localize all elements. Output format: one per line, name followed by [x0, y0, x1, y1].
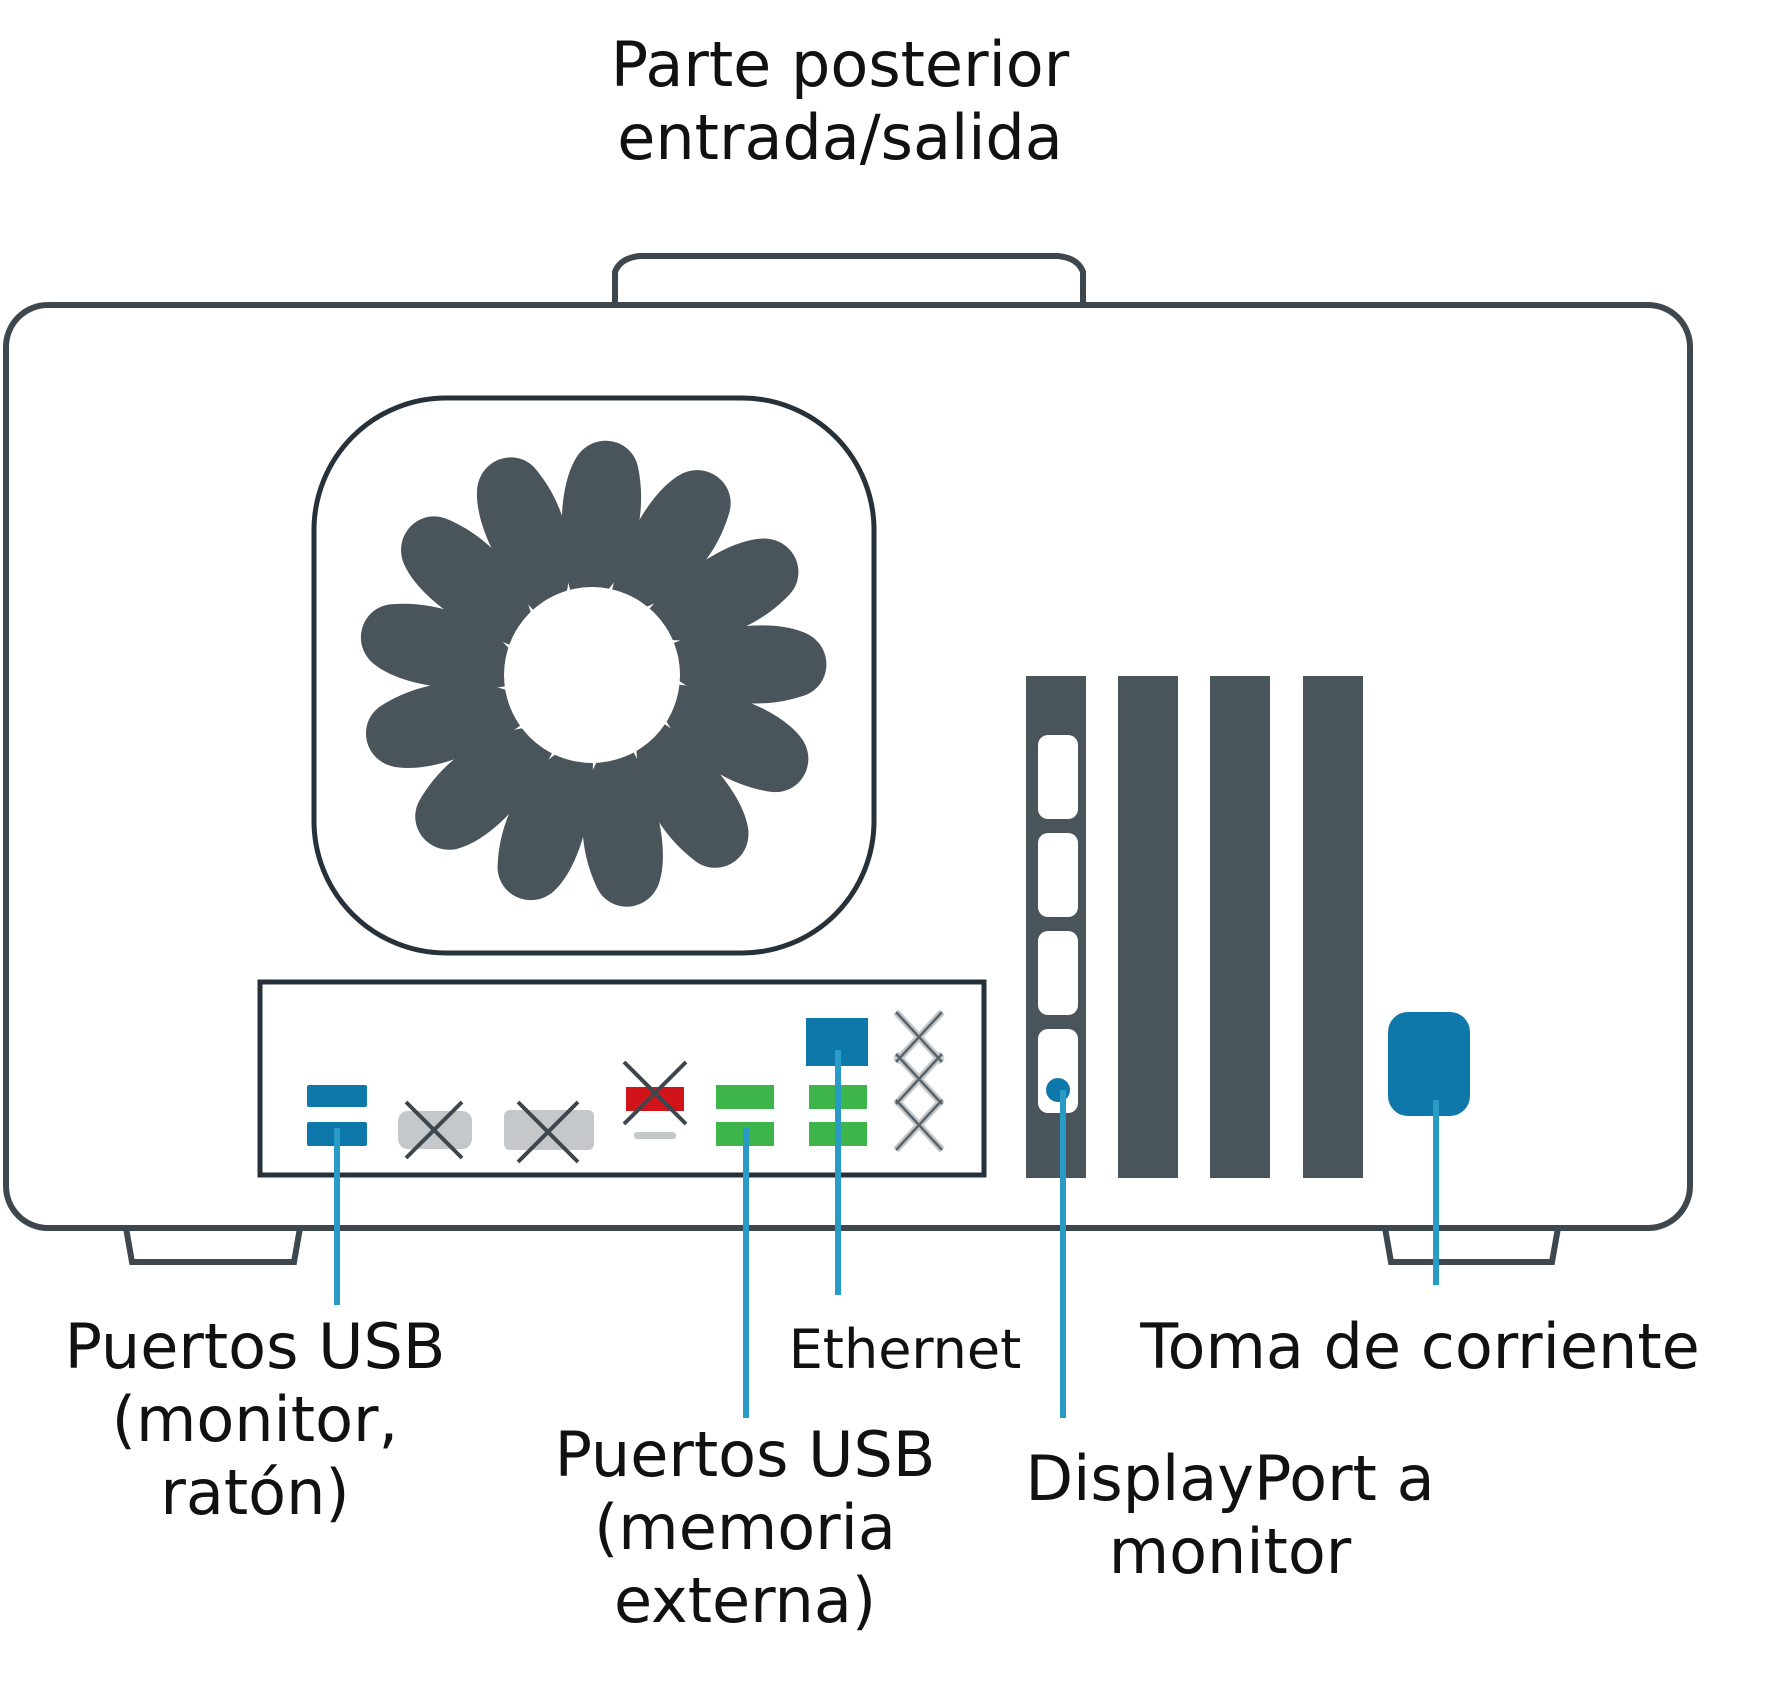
unused-port-2	[504, 1100, 594, 1164]
gpu-port-3	[1038, 931, 1078, 1015]
displayport-callout-dot	[1046, 1078, 1070, 1102]
fan-blade	[657, 683, 809, 793]
diagram-title: Parte posterior entrada/salida	[540, 28, 1140, 174]
fan-blade	[582, 740, 663, 907]
chassis-foot-right	[1382, 1227, 1561, 1265]
label-line: (monitor,	[111, 1383, 399, 1457]
label-usb-external-storage: Puertos USB (memoria externa)	[540, 1418, 950, 1637]
label-usb-monitor-mouse: Puertos USB (monitor, ratón)	[40, 1310, 470, 1529]
unused-port-stack	[893, 1009, 945, 1153]
x-mark-icon	[622, 1060, 688, 1126]
title-line-1: Parte posterior	[610, 28, 1070, 101]
fan-blade	[415, 727, 558, 850]
label-line: Ethernet	[788, 1318, 1022, 1381]
label-line: monitor	[1108, 1515, 1352, 1589]
x-mark-icon	[404, 1100, 464, 1160]
label-line: ratón)	[160, 1456, 350, 1530]
label-line: Puertos USB	[554, 1418, 936, 1491]
usb-ports-external-storage	[716, 1085, 867, 1146]
label-displayport: DisplayPort a monitor	[1000, 1442, 1460, 1588]
chassis-handle	[612, 253, 1086, 310]
unused-port-audio	[622, 1060, 688, 1139]
fan-blade	[497, 742, 593, 901]
fan-blade	[366, 682, 532, 768]
label-line: Puertos USB	[64, 1310, 446, 1383]
fan-blade	[401, 516, 535, 649]
slot-cover-2	[1118, 676, 1178, 1178]
fan-blade	[476, 457, 570, 620]
title-line-2: entrada/salida	[617, 101, 1063, 175]
gpu-port-1	[1038, 735, 1078, 819]
fan-blade	[636, 716, 749, 868]
fan-blade	[361, 603, 523, 689]
unused-port-1	[398, 1100, 472, 1160]
fan-blade	[609, 470, 731, 614]
fan-blade	[641, 538, 799, 641]
power-socket	[1388, 1012, 1470, 1116]
label-line: DisplayPort a	[1025, 1442, 1435, 1515]
x-mark-icon	[516, 1100, 580, 1164]
chassis-foot-left	[123, 1227, 303, 1265]
expansion-slots	[1026, 676, 1363, 1178]
label-line: externa)	[613, 1564, 877, 1638]
io-panel	[257, 979, 987, 1178]
slot-cover-3	[1210, 676, 1270, 1178]
label-line: (memoria	[594, 1491, 896, 1565]
label-ethernet: Ethernet	[775, 1318, 1035, 1382]
label-line: Toma de corriente	[1140, 1310, 1700, 1383]
gpu-port-2	[1038, 833, 1078, 917]
fan-icon	[311, 395, 877, 956]
leader-lines	[334, 1050, 1439, 1418]
slot-cover-4	[1303, 676, 1363, 1178]
fan-blade	[661, 625, 827, 704]
label-power-socket: Toma de corriente	[1100, 1310, 1740, 1383]
